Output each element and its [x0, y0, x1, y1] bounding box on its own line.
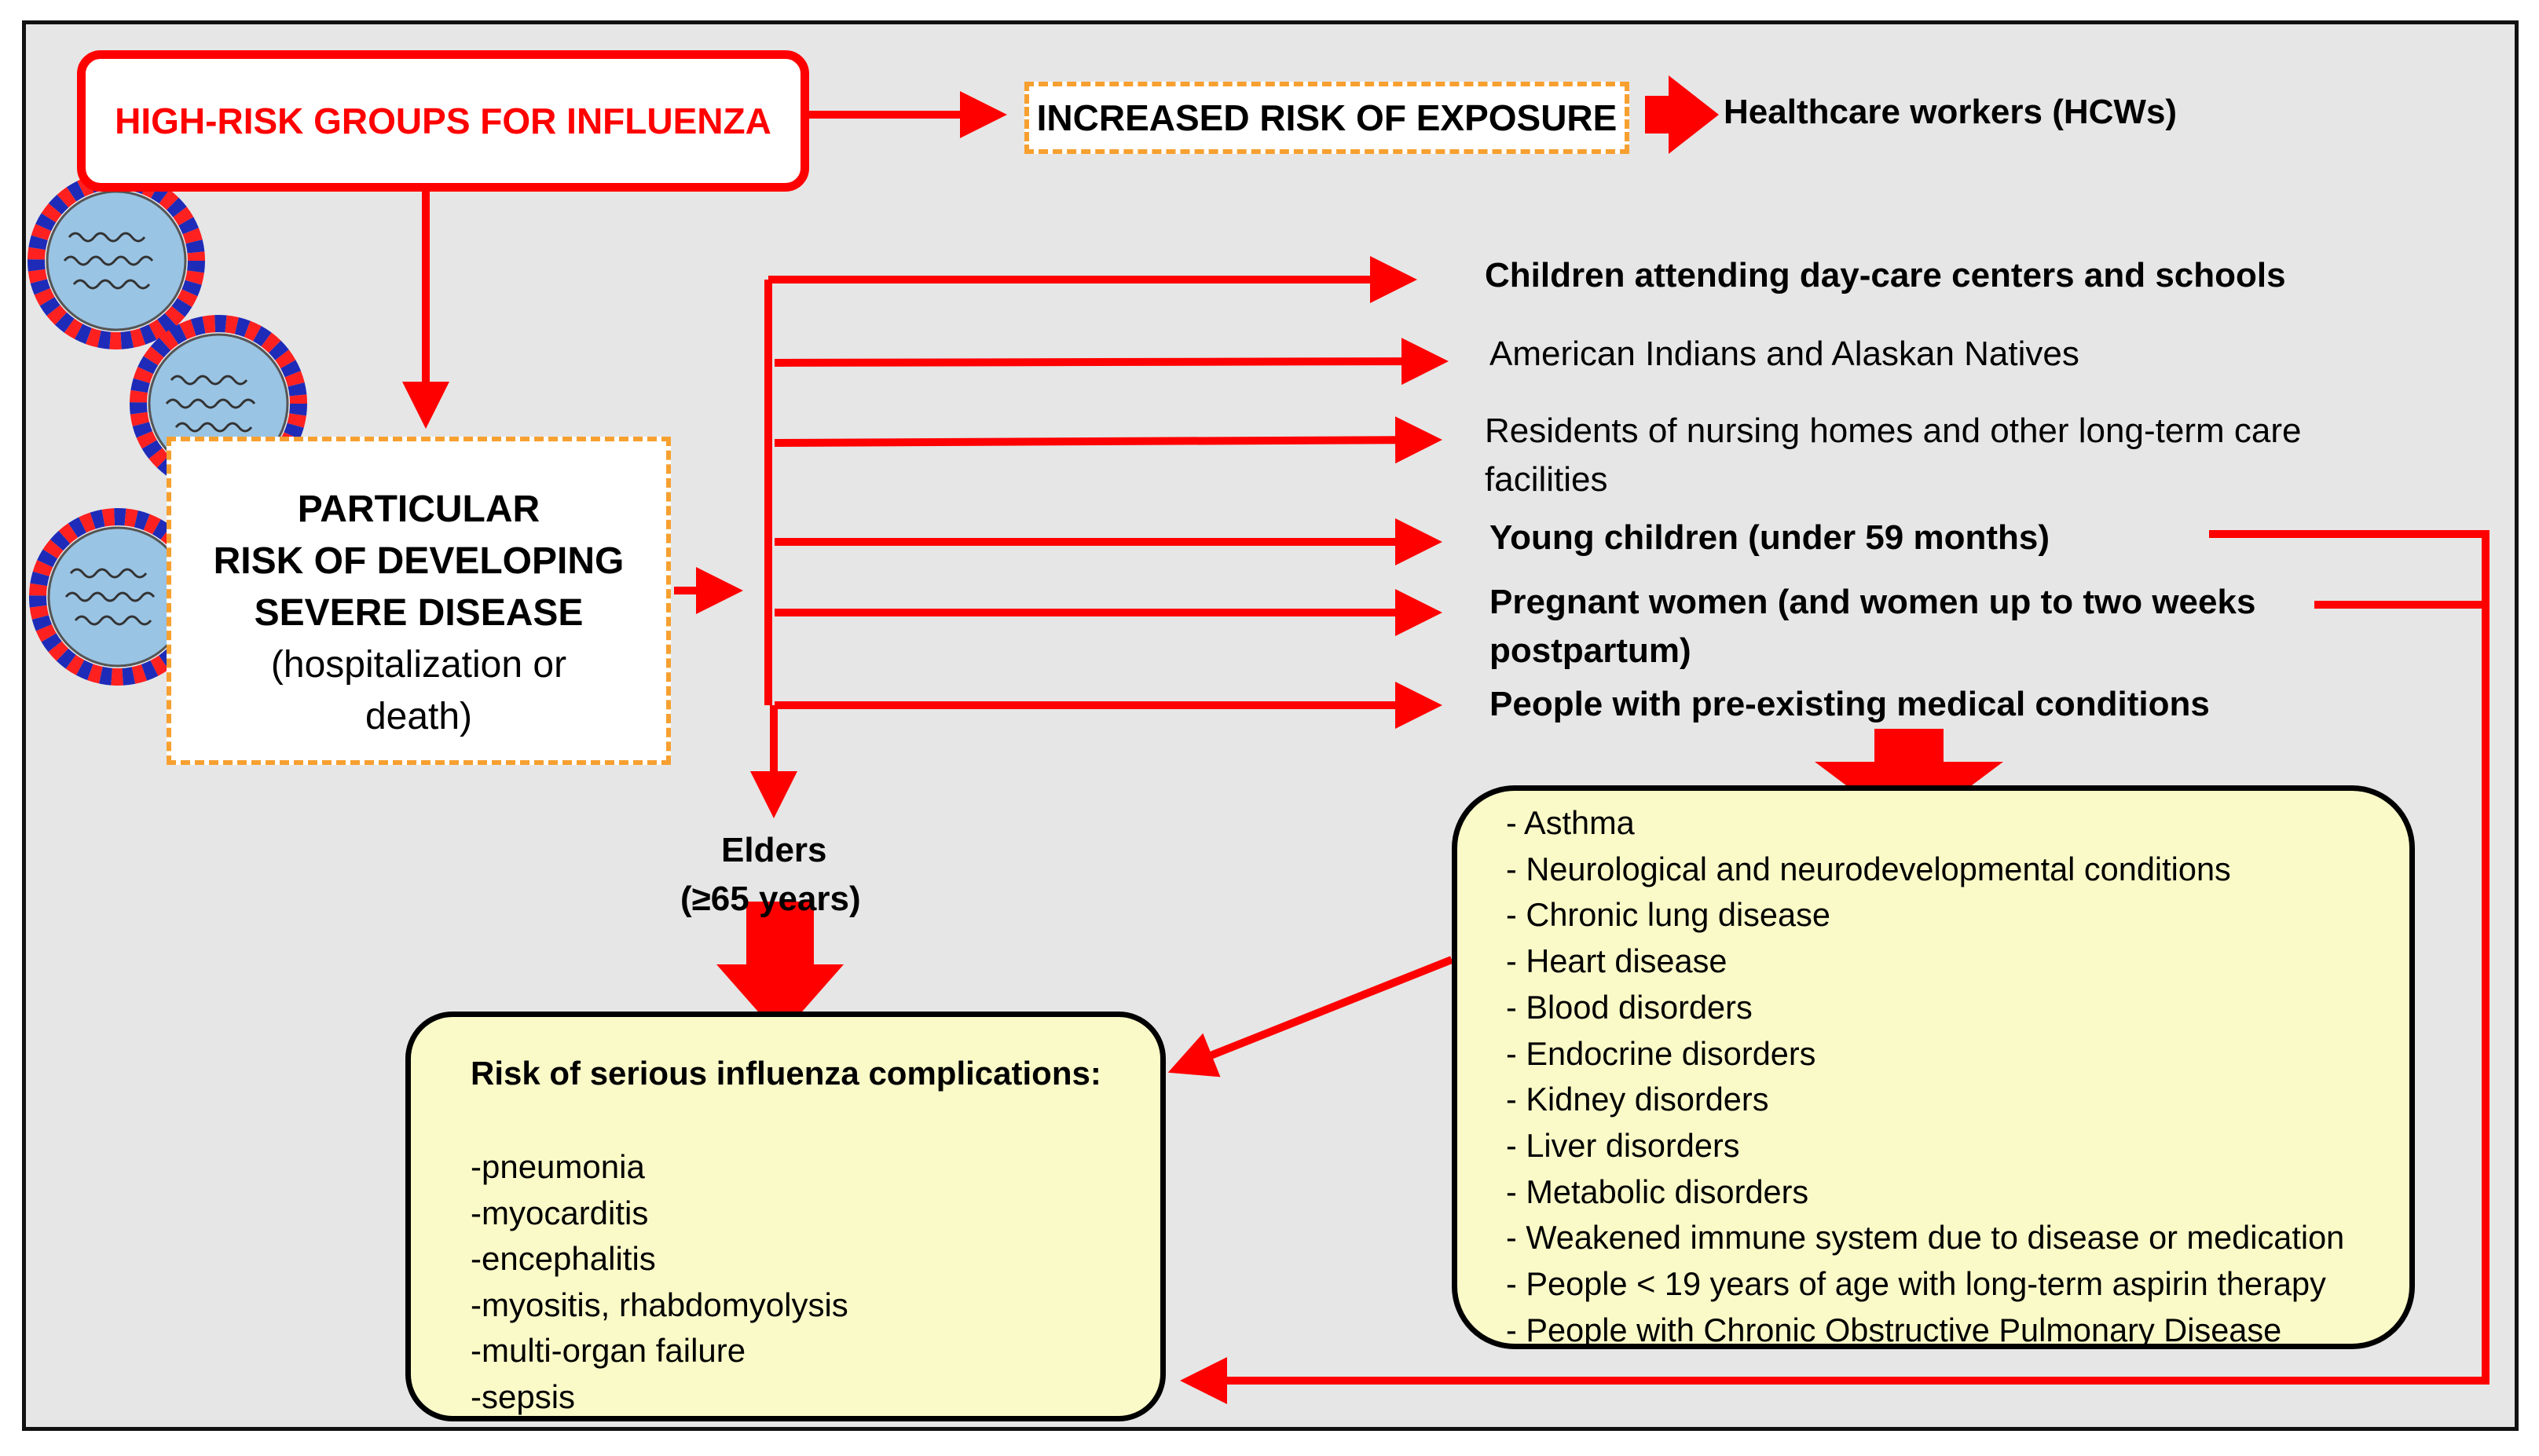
condition-item: - Metabolic disorders: [1506, 1172, 1809, 1210]
condition-item: - Chronic lung disease: [1506, 896, 1830, 934]
group-pregnant-women: Pregnant women (and women up to two week…: [1489, 583, 2256, 621]
condition-item: - Asthma: [1506, 804, 1635, 841]
exposure-label: INCREASED RISK OF EXPOSURE: [1036, 97, 1618, 138]
complications-heading: Risk of serious influenza complications:: [471, 1055, 1101, 1092]
block-arrow-conditions: [1815, 729, 2003, 832]
group-pregnant-women-cont: postpartum): [1489, 631, 1691, 670]
complication-item: -encephalitis: [471, 1240, 656, 1277]
complication-item: -sepsis: [471, 1377, 576, 1415]
condition-item: - Blood disorders: [1506, 988, 1753, 1026]
elders-age: (≥65 years): [680, 880, 861, 918]
title-box: HIGH-RISK GROUPS FOR INFLUENZA: [77, 50, 809, 192]
condition-item: - Liver disorders: [1506, 1126, 1740, 1164]
group-american-indians: American Indians and Alaskan Natives: [1489, 335, 2079, 373]
severe-line-1: PARTICULAR: [297, 488, 540, 530]
arrow-young-children-to-complications: [1180, 530, 2490, 1404]
complications-box: Risk of serious influenza complications:…: [405, 1012, 1166, 1421]
severe-sub-line-1: (hospitalization or: [270, 644, 567, 686]
severe-sub-line-2: death): [365, 696, 473, 737]
virus-icon: [27, 172, 205, 349]
severe-line-3: SEVERE DISEASE: [254, 592, 584, 634]
arrow-conditions-to-complications: [1167, 956, 1453, 1077]
condition-item: - Endocrine disorders: [1506, 1034, 1816, 1072]
healthcare-workers-label: Healthcare workers (HCWs): [1724, 93, 2178, 131]
block-arrow-elders: [716, 902, 844, 1037]
severe-line-2: RISK OF DEVELOPING: [213, 540, 625, 582]
condition-item: - People with Chronic Obstructive Pulmon…: [1506, 1311, 2282, 1348]
elders-label: Elders: [721, 831, 827, 869]
complication-item: -multi-organ failure: [471, 1332, 746, 1369]
group-young-children: Young children (under 59 months): [1489, 518, 2050, 557]
condition-item: - Heart disease: [1506, 942, 1727, 980]
group-children-daycare: Children attending day-care centers and …: [1485, 256, 2286, 294]
complication-item: -myocarditis: [471, 1194, 649, 1231]
complication-item: -pneumonia: [471, 1148, 645, 1185]
conditions-box: - Asthma - Neurological and neurodevelop…: [1452, 785, 2415, 1349]
block-arrow-exposure: [1645, 75, 1719, 154]
group-nursing-homes-cont: facilities: [1485, 460, 1608, 499]
condition-item: - Kidney disorders: [1506, 1081, 1769, 1118]
exposure-box: INCREASED RISK OF EXPOSURE: [1024, 82, 1629, 154]
condition-item: - People < 19 years of age with long-ter…: [1506, 1265, 2326, 1303]
complication-item: -myositis, rhabdomyolysis: [471, 1286, 848, 1323]
group-nursing-homes: Residents of nursing homes and other lon…: [1485, 412, 2302, 450]
diagram-title: HIGH-RISK GROUPS FOR INFLUENZA: [115, 101, 771, 141]
severe-disease-box: PARTICULAR RISK OF DEVELOPING SEVERE DIS…: [167, 437, 671, 765]
condition-item: - Weakened immune system due to disease …: [1506, 1219, 2345, 1257]
arrow-to-group-nursing: [774, 416, 1442, 464]
arrow-to-group-native: [774, 338, 1449, 386]
condition-item: - Neurological and neurodevelopmental co…: [1506, 850, 2231, 887]
group-preexisting: People with pre-existing medical conditi…: [1489, 685, 2210, 723]
